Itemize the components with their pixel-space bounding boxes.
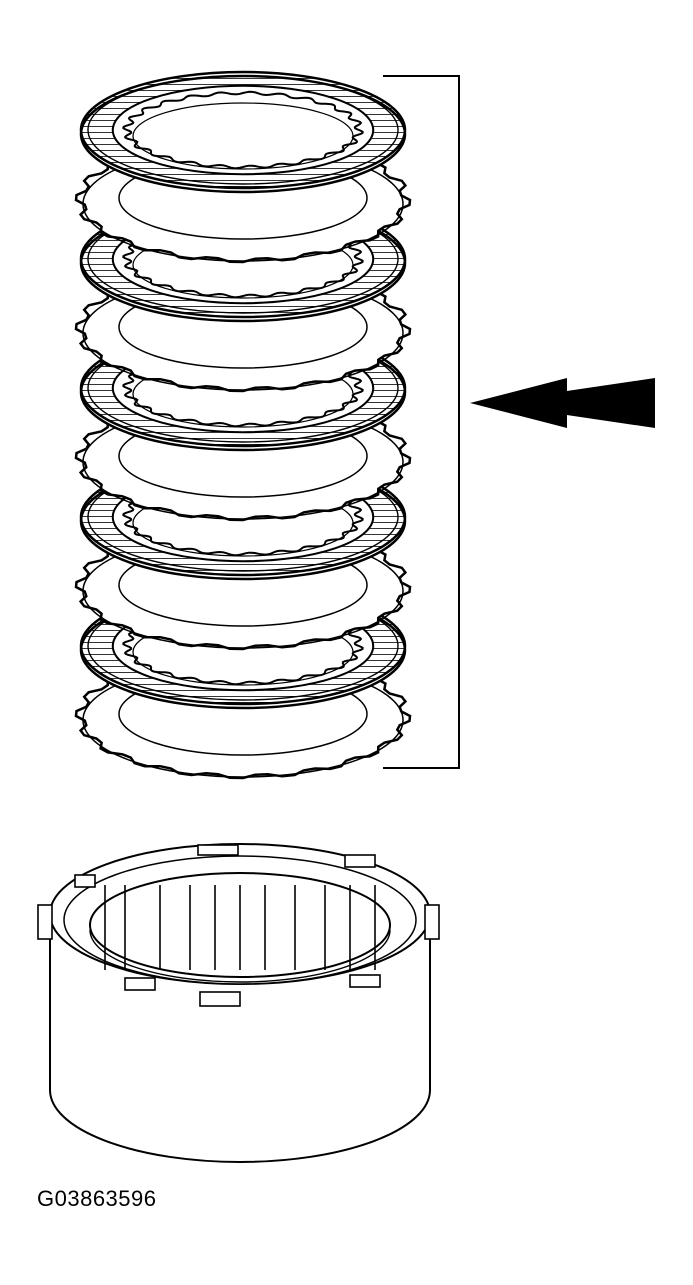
clutch-drum [37, 843, 440, 1163]
bracket-icon [383, 75, 460, 769]
clutch-plate-stack [74, 70, 412, 780]
figure-id-label: G03863596 [37, 1186, 157, 1211]
arrow-left-icon [470, 378, 655, 428]
friction-plate [79, 70, 407, 194]
